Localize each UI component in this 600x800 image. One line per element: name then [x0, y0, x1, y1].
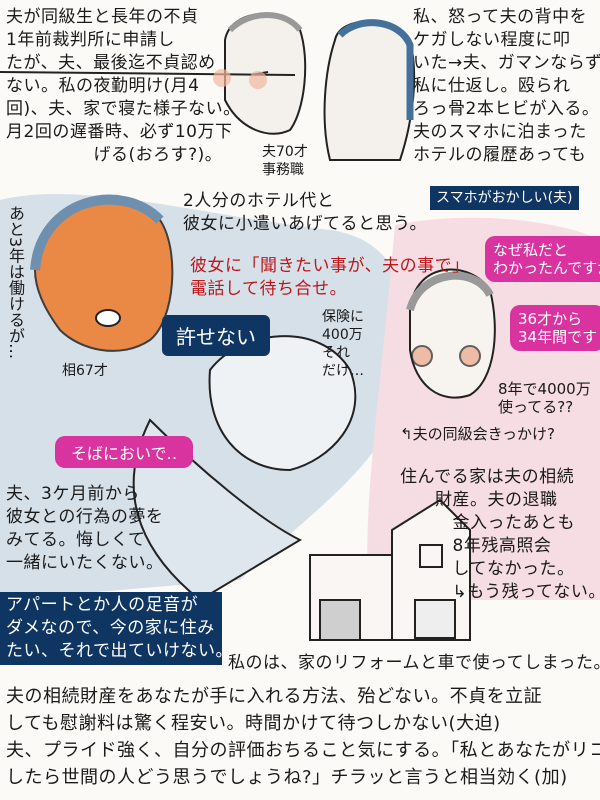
unforgivable-bubble: 許せない	[162, 315, 270, 356]
advice-text: 夫の相続財産をあなたが手に入れる方法、殆どない。不貞を立証 しても慰謝料は驚く程…	[6, 686, 600, 788]
story-intro-text: 夫が同級生と長年の不貞 1年前裁判所に申請し たが、夫、最後迄不貞認め ない。私…	[6, 7, 241, 165]
house-drawing	[309, 498, 471, 641]
fight-text: 私、怒って夫の背中を ケガしない程度に叩 いた→夫、ガマンならず 私に仕返し。殴…	[413, 7, 600, 165]
dream-text: 夫、3ケ月前から 彼女との行為の夢を みてる。悔しくて 一緒にいたくない。	[6, 484, 164, 573]
vertical-note: あと3年は働けるが…	[6, 205, 25, 360]
apartment-box: アパートとか人の足音が ダメなので、今の家に住み たい、それで出ていけない。	[0, 592, 233, 665]
husband-portrait	[0, 12, 307, 135]
red-meeting-text: 彼女に「聞きたい事が、夫の事で」 電話して待ち合せ。	[190, 256, 470, 299]
house-text: 住んでる家は夫の相続 財産。夫の退職 金入ったあとも 8年残高照会 してなかった…	[400, 467, 600, 602]
pink-bubble-why: なぜ私だと わかったんですか	[485, 236, 600, 282]
insurance-text: 保険に 400万 それ だけ…	[322, 309, 364, 379]
sleeping-husband	[132, 335, 357, 602]
my-money-text: 私のは、家のリフォームと車で使ってしまった。	[228, 653, 600, 673]
pink-bubble-years: 36才から 34年間です	[510, 305, 600, 351]
spent-text: 8年で4000万 使ってる??	[498, 380, 591, 416]
mistress-portrait	[406, 268, 496, 399]
consultant-label: 相67才	[62, 363, 108, 379]
phone-label: スマホがおかしい(夫)	[430, 186, 579, 210]
reunion-text: ↰夫の同級会きっかけ?	[400, 425, 555, 443]
come-here-bubble: そばにおいで‥	[55, 436, 194, 468]
husband-label: 夫70才 事務職	[262, 144, 308, 178]
hotel-text: 2人分のホテル代と 彼女に小遣いあげてると思う。	[183, 191, 427, 234]
wife-portrait	[323, 19, 416, 161]
